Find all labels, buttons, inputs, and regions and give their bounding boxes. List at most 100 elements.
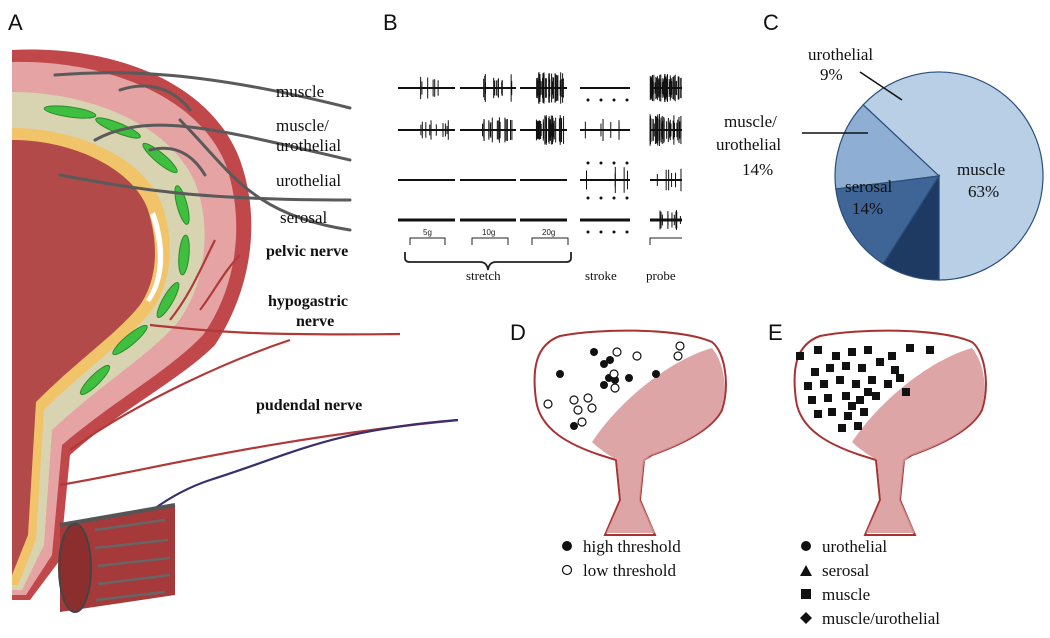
muscle-point [838,424,846,432]
stroke-marker-dot [625,230,629,234]
muscle-point [796,352,804,360]
legend-marker-low [561,564,573,576]
legend-high-threshold: high threshold [583,537,681,556]
group-label-stretch: stretch [466,268,501,283]
group-label-stroke: stroke [585,268,617,283]
bladder-wall-illustration [12,49,459,613]
stroke-marker-dot [612,196,616,200]
muscle-point [828,408,836,416]
label-hypogastric-2: nerve [296,313,334,330]
low-threshold-points [543,341,685,427]
muscle-point [891,366,899,374]
stroke-marker-dot [612,161,616,165]
panel-letter-d: D [510,320,526,345]
bladder-outline-d [533,329,727,536]
legend-marker-muscle [801,589,811,599]
serosal-nerve [178,118,352,232]
legend-marker-high [562,541,572,551]
stroke-marker-dot [625,98,629,102]
stim-label-5g: 5g [423,228,432,237]
muscle-point [872,392,880,400]
muscle-point [906,344,914,352]
stretch-stimulus-markers [409,237,682,245]
muscle-point [808,396,816,404]
label-pudendal-nerve: pudendal nerve [256,397,362,414]
panel-letter-b: B [383,10,398,35]
lumen-gap [146,212,164,302]
muscle-point [860,408,868,416]
pie-label-muscle-uro-1: muscle/ [724,112,777,131]
muscle-point [848,348,856,356]
muscle-point [814,346,822,354]
legend-marker-muscle-urothelial [800,612,812,624]
stroke-marker-dot [599,230,603,234]
muscle-urothelial-nerve [93,123,352,162]
muscle-point [868,376,876,384]
legend-marker-serosal [800,565,812,576]
high-threshold-points [556,348,660,430]
pie-pct-muscle: 63% [968,182,999,201]
muscle-point [884,380,892,388]
muscle-points [796,344,934,432]
bladder-lumen [12,140,155,575]
green-nerve-fibers [43,105,190,396]
stroke-marker-dot [599,196,603,200]
legend-marker-urothelial [801,541,811,551]
legend-low-threshold: low threshold [583,561,677,580]
stim-label-10g: 10g [482,228,495,237]
muscle-point [896,374,904,382]
pie-pct-urothelial: 9% [820,65,843,84]
muscle-point [856,396,864,404]
pie-label-muscle-uro-2: urothelial [716,135,781,154]
muscle-point [854,422,862,430]
label-muscle-urothelial-1: muscle/ [276,116,329,135]
stroke-marker-dot [612,230,616,234]
pie-slice-muscle [862,71,1044,281]
pie-chart [834,71,1044,281]
urethral-sphincter [58,503,176,613]
pie-slice-muscle-urothelial [835,175,941,265]
pie-leader-urothelial [859,71,903,101]
muscle-point [824,394,832,402]
stim-label-20g: 20g [542,228,555,237]
muscle-point [842,362,850,370]
stroke-marker-dot [586,161,590,165]
neural-recording-traces [398,72,682,234]
muscle-point [836,376,844,384]
legend-muscle: muscle [822,585,870,604]
muscle-point [804,382,812,390]
legend-urothelial: urothelial [822,537,887,556]
pie-label-muscle: muscle [957,160,1005,179]
muscle-point [832,352,840,360]
gray-nerve-fibers [53,71,352,232]
legend-muscle-urothelial: muscle/urothelial [822,609,940,628]
muscle-point [826,364,834,372]
label-hypogastric-1: hypogastric [268,293,348,310]
muscle-point [902,388,910,396]
muscle-point [852,380,860,388]
urothelial-nerve [58,173,352,202]
label-pelvic-nerve: pelvic nerve [266,243,348,260]
muscle-point [888,352,896,360]
stroke-marker-dot [586,196,590,200]
bladder-outline-e [793,329,987,536]
pie-pct-muscle-uro: 14% [742,160,773,179]
label-muscle-urothelial-2: urothelial [276,136,341,155]
panel-letter-c: C [763,10,779,35]
stroke-marker-dot [612,98,616,102]
muscle-point [842,392,850,400]
panel-letter-e: E [768,320,783,345]
stretch-brace [404,252,572,271]
legend-serosal: serosal [822,561,869,580]
pie-pct-serosal: 14% [852,199,883,218]
muscle-point [858,364,866,372]
muscle-point [848,402,856,410]
muscle-point [876,358,884,366]
group-label-probe: probe [646,268,676,283]
muscle-point [844,412,852,420]
pie-slice-serosal [834,103,941,190]
muscle-point [926,346,934,354]
muscle-point [811,368,819,376]
label-muscle: muscle [276,82,324,101]
